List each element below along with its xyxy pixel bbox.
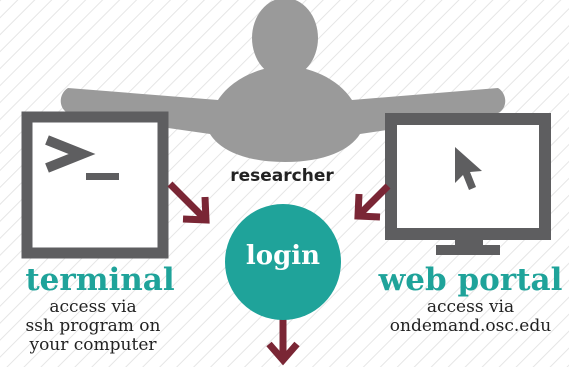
terminal-title: terminal — [25, 262, 175, 298]
terminal-description: access via ssh program on your computer — [0, 298, 186, 355]
terminal-line: ssh program on — [25, 316, 161, 336]
terminal-line: your computer — [29, 335, 157, 355]
login-node — [225, 204, 341, 320]
arrow-login-down — [266, 318, 300, 366]
arrow-terminal-to-login — [167, 181, 210, 224]
web-portal-description: access via ondemand.osc.edu — [372, 298, 569, 336]
arrow-portal-to-login — [354, 183, 391, 221]
web-portal-line: ondemand.osc.edu — [389, 316, 552, 336]
web-portal-title: web portal — [378, 262, 563, 298]
terminal-line: access via — [49, 297, 137, 317]
researcher-label: researcher — [230, 166, 334, 186]
web-portal-line: access via — [426, 297, 515, 317]
login-label: login — [245, 241, 321, 271]
researcher-figure-icon — [60, 0, 506, 162]
cursor-icon — [455, 147, 482, 190]
terminal-icon — [21, 111, 169, 259]
web-portal-monitor-icon — [385, 113, 551, 255]
